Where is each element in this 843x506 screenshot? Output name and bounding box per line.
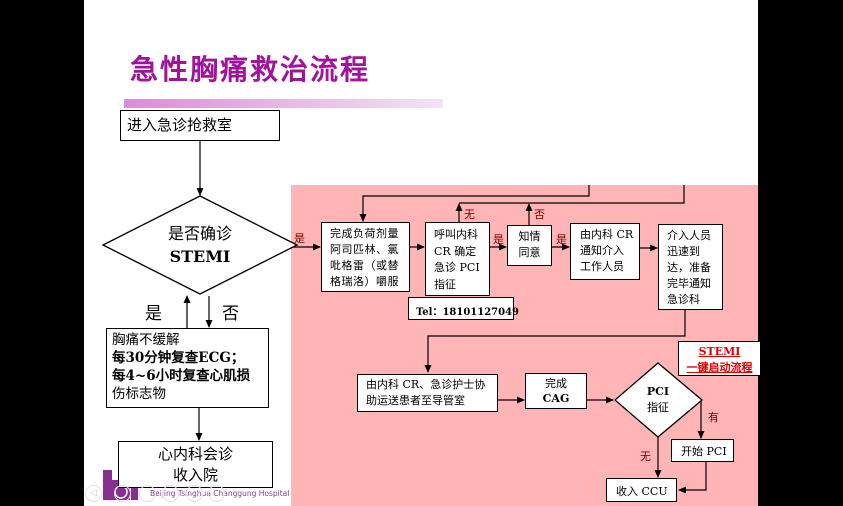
pci-line: 指征 (647, 401, 669, 414)
stemi-launch-link[interactable]: STEMI (698, 345, 741, 358)
arrow-startpci-to-ccu (678, 462, 707, 494)
none-label-1: 无 (464, 208, 475, 221)
more-icon[interactable] (208, 485, 225, 502)
yes-label: 是 (145, 304, 162, 324)
loading-line: 格瑞洛）嚼服 (330, 275, 399, 288)
none-label-2: 无 (640, 450, 651, 463)
page-title: 急性胸痛救治流程 (130, 53, 371, 86)
notify-line: 工作人员 (580, 260, 624, 273)
ready-line: 达，准备 (667, 261, 711, 274)
arrow-ready-to-transport (424, 310, 686, 373)
monitor-line: 伤标志物 (112, 386, 166, 402)
notify-line: 由内科 CR (580, 228, 634, 241)
monitor-box: 胸痛不缓解 每30分钟复查ECG； 每4~6小时复查心肌损 伤标志物 (106, 328, 269, 408)
call-line: 急诊 PCI (434, 261, 480, 274)
title-underline-bar (124, 99, 443, 108)
monitor-line: 胸痛不缓解 (112, 332, 180, 348)
notify-line: 通知介入 (580, 244, 624, 257)
previous-icon[interactable]: ◁ (85, 485, 102, 502)
monitor-line: 每4~6小时复查心肌损 (112, 368, 251, 384)
ready-line: 急诊科 (667, 293, 700, 306)
call-line: 指征 (434, 277, 456, 291)
pci-line: PCI (646, 385, 670, 398)
transport-box: 由内科 CR、急诊护士协 助运送患者至导管室 (357, 374, 498, 412)
call-line: CR 确定 (434, 244, 477, 258)
pointer-icon[interactable] (139, 485, 156, 502)
cag-line: CAG (542, 392, 570, 405)
consult-line: 心内科会诊 (157, 445, 233, 463)
stemi-launch-link[interactable]: 一键启动流程 (686, 361, 753, 374)
decision-line1: 是否确诊 (167, 224, 232, 243)
loading-line: 吡格雷（或替 (330, 259, 399, 272)
consult-line: 收入院 (172, 466, 218, 484)
transport-line: 由内科 CR、急诊护士协 (366, 378, 486, 391)
call-line: 呼叫内科 (434, 228, 478, 241)
enter-er-text: 进入急诊抢救室 (127, 116, 233, 134)
yes-label-3: 是 (556, 233, 567, 246)
no-label-1: 否 (534, 208, 545, 221)
consent-box: 知情 同意 (507, 225, 552, 266)
decision-stemi-text: 是否确诊 STEMI (140, 222, 260, 268)
slides-icon[interactable] (162, 485, 179, 502)
monitor-line: 每30分钟复查ECG； (112, 350, 245, 366)
decision-line2: STEMI (169, 247, 231, 266)
loop-feedback (459, 185, 685, 204)
consent-line: 知情 (518, 230, 541, 243)
team-ready-box: 介入人员 迅速到 达，准备 完毕通知 急诊科 (658, 224, 723, 310)
loading-dose-box: 完成负荷剂量 阿司匹林、氯 吡格雷（或替 格瑞洛）嚼服 (321, 222, 410, 292)
cag-line: 完成 (545, 377, 567, 390)
loading-line: 完成负荷剂量 (330, 227, 399, 240)
consent-line: 同意 (518, 246, 541, 259)
ccu-box: 收入 CCU (606, 478, 677, 502)
decision-diamond-stemi (101, 195, 299, 295)
cag-box: 完成 CAG (525, 373, 587, 409)
consult-box: 心内科会诊 收入院 (118, 441, 273, 488)
start-pci-box: 开始 PCI (671, 439, 734, 462)
tel-box: Tel：18101127049 (408, 297, 519, 320)
enter-er-box: 进入急诊抢救室 (120, 110, 280, 141)
decision-diamond-pci (614, 362, 704, 438)
stemi-launch-box[interactable]: STEMI 一键启动流程 (678, 341, 760, 376)
tel-number: Tel：18101127049 (416, 307, 519, 318)
call-cardio-box: 呼叫内科 CR 确定 急诊 PCI 指征 (425, 222, 490, 296)
zoom-icon[interactable] (186, 485, 203, 502)
have-label: 有 (708, 411, 719, 424)
ccu-text: 收入 CCU (616, 485, 668, 498)
start-pci-text: 开始 PCI (681, 445, 727, 458)
ready-line: 完毕通知 (667, 277, 711, 290)
notify-box: 由内科 CR 通知介入 工作人员 (570, 223, 640, 280)
ready-line: 介入人员 (667, 229, 711, 242)
ready-line: 迅速到 (667, 245, 700, 258)
transport-line: 助运送患者至导管室 (366, 394, 465, 407)
yes-label-1: 是 (294, 232, 305, 245)
no-label: 否 (222, 304, 239, 324)
yes-label-2: 是 (493, 233, 504, 246)
pci-decision-text: PCI 指征 (628, 384, 688, 416)
loop-to-loading (359, 185, 590, 222)
loading-line: 阿司匹林、氯 (330, 243, 399, 256)
pen-icon[interactable] (114, 485, 131, 502)
